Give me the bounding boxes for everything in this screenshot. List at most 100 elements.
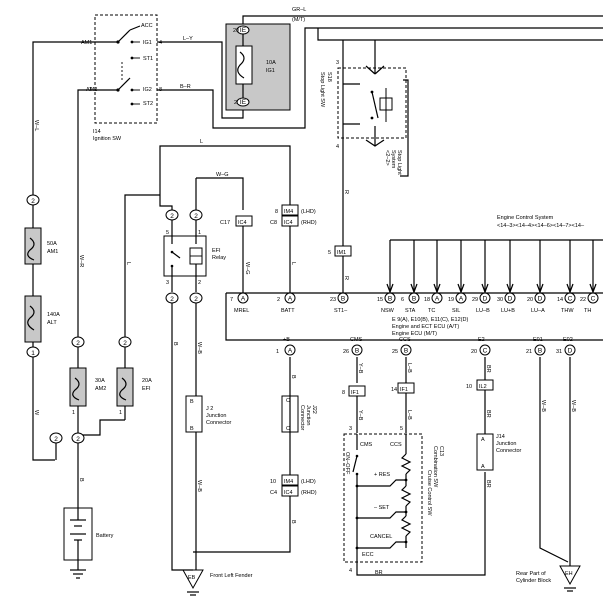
- svg-text:1: 1: [72, 410, 75, 416]
- svg-text:B: B: [290, 375, 296, 379]
- svg-text:50A: 50A: [47, 241, 57, 247]
- svg-text:2: 2: [31, 198, 35, 205]
- svg-text:30A: 30A: [95, 378, 105, 384]
- ecu-top-pins: A7MRELA2BATTB23ST1–B15NSWB6STAA18TCA19SI…: [230, 240, 599, 314]
- svg-text:IE: IE: [240, 27, 247, 34]
- svg-text:26: 26: [343, 349, 349, 355]
- svg-text:TC: TC: [428, 308, 435, 314]
- svg-text:C4: C4: [270, 490, 277, 496]
- svg-text:<2–2>: <2–2>: [384, 150, 390, 166]
- svg-text:1: 1: [119, 410, 122, 416]
- battery: Battery: [63, 507, 114, 579]
- connector-c17: IC4 C17 W–G: [220, 215, 253, 293]
- svg-text:W–B: W–B: [570, 400, 576, 412]
- svg-text:C: C: [286, 426, 290, 432]
- svg-text:20: 20: [233, 28, 239, 34]
- ground-eh: W–B W–B EH Rear Part of Cylinder Block: [516, 357, 581, 592]
- svg-text:Combination SW: Combination SW: [432, 446, 438, 488]
- svg-text:EFI: EFI: [142, 386, 151, 392]
- svg-text:8: 8: [275, 209, 278, 215]
- svg-text:2: 2: [54, 436, 58, 443]
- svg-text:B: B: [78, 478, 84, 482]
- svg-text:CCS: CCS: [399, 337, 411, 343]
- svg-text:E 9(A), E10(B), E11(C), E12(D): E 9(A), E10(B), E11(C), E12(D): [392, 317, 468, 323]
- fuse-efi: 2 1 20A EFI L: [78, 194, 160, 436]
- svg-text:Y–B: Y–B: [357, 410, 363, 421]
- svg-text:B: B: [190, 426, 194, 432]
- svg-text:1: 1: [31, 350, 35, 357]
- svg-text:3: 3: [166, 280, 169, 286]
- svg-text:J 2: J 2: [206, 406, 213, 412]
- svg-text:20: 20: [527, 297, 533, 303]
- svg-text:2: 2: [277, 297, 280, 303]
- svg-text:C: C: [568, 296, 573, 303]
- svg-text:5: 5: [400, 426, 403, 432]
- svg-text:B: B: [412, 296, 416, 303]
- stop-light-switch: S18 Stop Light SW 3 4 Stop Light System …: [319, 40, 409, 177]
- ignition-switch: ACC IG1 ST1 IG2 ST2 AM1 AM2 2 7 4 8 I14 …: [81, 14, 162, 142]
- svg-text:W–G: W–G: [244, 262, 250, 275]
- ground-eh-label: Rear Part of: [516, 571, 546, 577]
- svg-text:10: 10: [466, 384, 472, 390]
- svg-text:<14–3><14–4><14–6><14–7><14–: <14–3><14–4><14–6><14–7><14–: [497, 223, 585, 229]
- acc-label: ACC: [141, 23, 153, 29]
- plus-b-wire: B C C J22 Junction Connector IM4 IC4 10 …: [193, 357, 317, 553]
- svg-text:IC4: IC4: [284, 490, 293, 496]
- fuse-am2: 2 1 30A AM2: [69, 336, 106, 434]
- ecu-pin-+b: A1+B: [276, 337, 296, 356]
- battery-label: Battery: [96, 533, 114, 539]
- svg-text:SIL: SIL: [452, 308, 460, 314]
- svg-text:L–B: L–B: [406, 410, 412, 420]
- svg-text:21: 21: [526, 349, 532, 355]
- svg-text:J14: J14: [496, 434, 505, 440]
- svg-text:(RHD): (RHD): [301, 490, 317, 496]
- fuse-am1: 2 50A AM1: [24, 194, 58, 296]
- svg-text:LU–A: LU–A: [531, 308, 545, 314]
- svg-text:2: 2: [198, 280, 201, 286]
- svg-text:W–B: W–B: [196, 480, 202, 492]
- wire-br: B–R: [180, 84, 191, 90]
- svg-text:2: 2: [194, 213, 198, 220]
- svg-text:MREL: MREL: [234, 308, 249, 314]
- ig1-label: IG1: [143, 40, 152, 46]
- svg-text:2: 2: [76, 436, 80, 443]
- svg-text:+ RES: + RES: [374, 472, 390, 478]
- svg-text:ALT: ALT: [47, 320, 57, 326]
- svg-text:10: 10: [270, 479, 276, 485]
- svg-text:W: W: [33, 410, 39, 416]
- svg-text:140A: 140A: [47, 312, 60, 318]
- svg-text:ECC: ECC: [362, 552, 374, 558]
- svg-text:6: 6: [401, 297, 404, 303]
- svg-text:3: 3: [336, 60, 339, 66]
- svg-text:R: R: [343, 276, 349, 280]
- fuse-ig1-name: IG1: [266, 68, 275, 74]
- svg-text:15: 15: [377, 297, 383, 303]
- svg-text:Junction: Junction: [496, 441, 517, 447]
- ground-eb-label: Front Left Fender: [210, 573, 253, 579]
- svg-text:CCS: CCS: [390, 442, 402, 448]
- svg-text:C: C: [286, 398, 290, 404]
- svg-text:7: 7: [230, 297, 233, 303]
- svg-text:BR: BR: [485, 480, 491, 488]
- svg-text:THW: THW: [561, 308, 574, 314]
- svg-text:A: A: [481, 464, 485, 470]
- svg-text:B: B: [290, 520, 296, 524]
- svg-text:4: 4: [159, 40, 162, 46]
- svg-text:2: 2: [123, 340, 127, 347]
- connector-im1: R IM1 5 R: [328, 146, 352, 293]
- fuse-alt: 1 140A ALT W: [24, 295, 60, 461]
- svg-text:22: 22: [580, 297, 586, 303]
- svg-text:L: L: [290, 262, 296, 265]
- svg-text:– SET: – SET: [374, 505, 390, 511]
- fuse-ig1-amp: 10A: [266, 60, 276, 66]
- svg-text:Y–B: Y–B: [357, 363, 363, 374]
- svg-text:2: 2: [170, 296, 174, 303]
